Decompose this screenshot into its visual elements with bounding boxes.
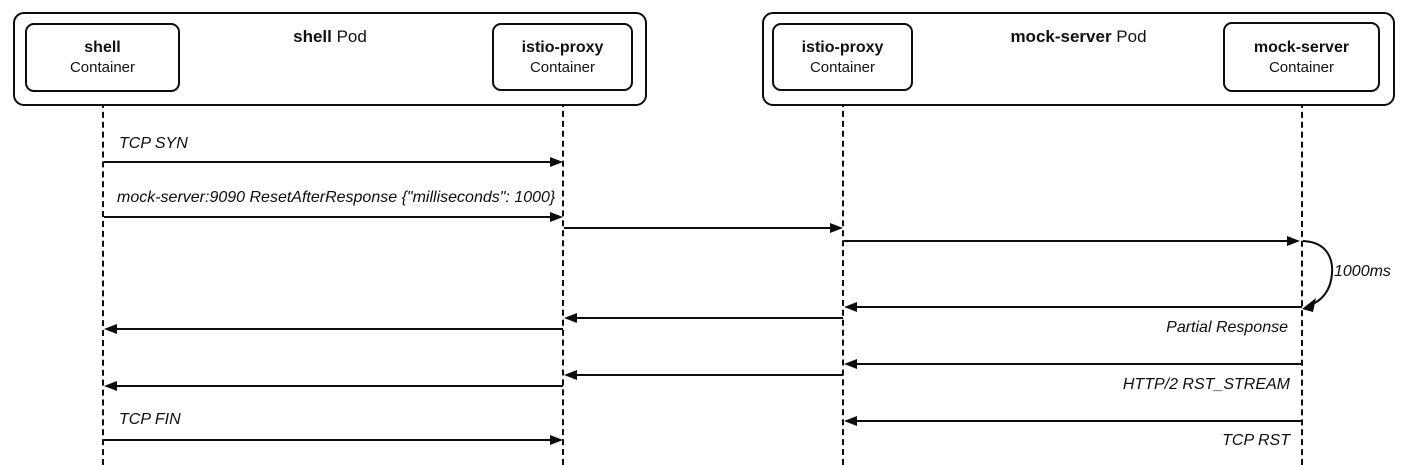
istio-proxy-mock-container-type: Container [809,58,876,76]
arrowhead-left-icon [564,313,577,323]
message-line [577,317,843,319]
message-line [117,328,563,330]
mock-server-container-type: Container [1268,58,1335,76]
shell-pod-title-name: shell [293,27,332,46]
istio-proxy-shell-container-name: istio-proxy [521,38,604,56]
shell-pod-title-suffix: Pod [331,27,367,46]
arrowhead-right-icon [550,435,563,445]
istio-proxy-mock-lifeline [842,91,844,465]
arrowhead-left-icon [844,416,857,426]
shell-container-name: shell [84,39,121,56]
arrowhead-right-icon [550,212,563,222]
tcp-fin-label: TCP FIN [119,411,181,428]
arrowhead-right-icon [550,157,563,167]
message-line [857,363,1302,365]
arrowhead-right-icon [1287,236,1300,246]
message-line [844,240,1287,242]
mock-server-container-name: mock-server [1253,38,1350,56]
arrowhead-left-icon [844,302,857,312]
arrowhead-left-icon [844,359,857,369]
message-line [104,439,550,441]
message-line [857,420,1302,422]
arrowhead-left-icon [104,381,117,391]
message-line [577,374,843,376]
message-line [857,306,1302,308]
delay-label: 1000ms [1334,263,1391,280]
delay-loop-arc [1302,240,1334,312]
message-line [564,227,830,229]
mock-server-pod-title: mock-server Pod [762,26,1395,48]
message-line [104,216,550,218]
mock-server-lifeline [1301,92,1303,465]
tcp-syn-label: TCP SYN [119,135,188,152]
http2-rst-stream-label: HTTP/2 RST_STREAM [1122,376,1290,393]
shell-lifeline [102,92,104,465]
shell-pod-title: shell Pod [13,26,647,48]
istio-proxy-mock-container-box: istio-proxy Container [772,23,913,91]
istio-proxy-shell-container-type: Container [529,58,596,76]
istio-proxy-shell-container-box: istio-proxy Container [492,23,633,91]
message-line [104,161,550,163]
istio-proxy-mock-container-name: istio-proxy [801,38,884,56]
partial-response-label: Partial Response [1166,319,1288,336]
shell-container-box: shell Container [25,23,180,92]
reset-after-response-label: mock-server:9090 ResetAfterResponse {"mi… [117,189,556,206]
mock-server-container-box: mock-server Container [1223,22,1380,92]
istio-proxy-shell-lifeline [562,91,564,465]
tcp-rst-label: TCP RST [1222,432,1290,449]
arrowhead-left-icon [104,324,117,334]
arrowhead-left-icon [564,370,577,380]
arrowhead-right-icon [830,223,843,233]
mock-server-pod-title-suffix: Pod [1111,27,1147,46]
message-line [117,385,563,387]
mock-server-pod-title-name: mock-server [1010,27,1112,46]
shell-container-type: Container [69,59,136,76]
